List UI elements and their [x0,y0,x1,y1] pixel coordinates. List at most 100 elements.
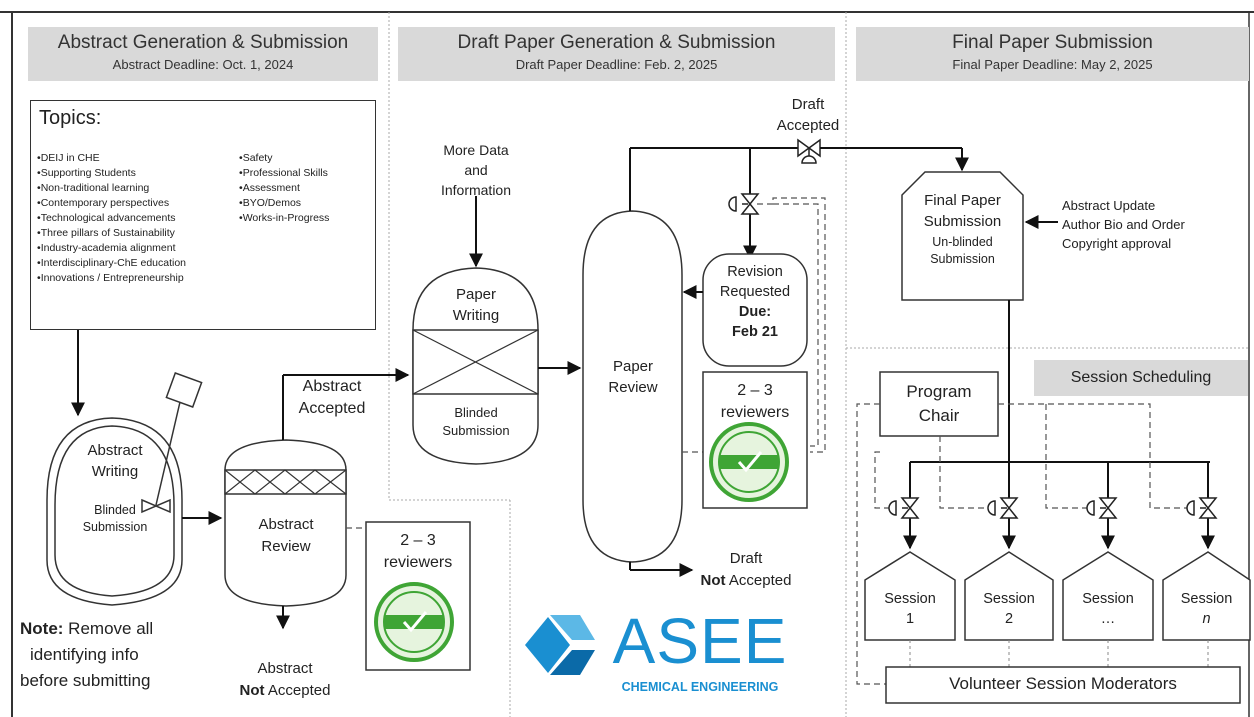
program-chair-line2: Chair [918,406,960,425]
revision-due: Due: [738,304,772,320]
abstract-review-column [224,439,347,607]
reviewers-word: reviewers [720,404,790,421]
draft-accepted-label: Draft Accepted [760,94,856,136]
quality-seal-2 [709,422,789,502]
asee-logo-subtitle: CHEMICAL ENGINEERING [621,680,779,694]
revision-date: Feb 21 [732,324,778,340]
topic-item: Contemporary perspectives [37,196,186,211]
abstract-not-accepted-line1: Abstract [257,660,313,677]
draft-accepted-valve [797,138,821,164]
paper-blinded-line1: Blinded [454,405,498,420]
abstract-accepted-line2: Accepted [298,400,366,417]
column-deadline: Final Paper Deadline: May 2, 2025 [952,57,1153,72]
asee-logo-mark [525,615,595,675]
note-line1: Remove all [63,619,154,638]
column-title: Draft Paper Generation & Submission [457,32,776,53]
final-input-abstract-update: Abstract Update [1062,198,1156,213]
paper-review-line1: Paper [612,358,654,375]
topic-item: Safety [239,151,329,166]
topic-item: Interdisciplinary-ChE education [37,256,186,271]
paper-review-label: Paper Review [588,356,678,398]
column-title: Abstract Generation & Submission [57,32,349,53]
session-word: Session [983,591,1035,607]
topics-list-left: DEIJ in CHE Supporting Students Non-trad… [37,151,186,286]
more-data-line3: Information [440,182,512,198]
final-submission-line1: Final Paper [924,192,1001,209]
paper-writing-label: Paper Writing [420,284,532,326]
session-valves [888,462,1217,550]
session-label-3: Session … [1063,589,1153,629]
paper-review-line2: Review [608,379,658,396]
session-label-1: Session 1 [865,589,955,629]
column-title: Final Paper Submission [952,32,1153,53]
final-submission-line2: Submission [923,213,1002,230]
session-boxes [864,551,1251,641]
not-bold: Not [239,682,265,699]
draft-not-accepted-label: Draft Not Accepted [680,548,812,592]
reviewers-count: 2 – 3 [400,532,436,549]
asee-logo-name: ASEE [612,605,788,677]
session-label-4: Session n [1163,589,1250,629]
abstract-not-accepted-label: Abstract Not Accepted [210,658,360,702]
note-text: Note: Remove all identifying info before… [20,616,220,694]
note-line3: before submitting [20,671,151,690]
program-chair-box [879,371,999,437]
topics-list-right: Safety Professional Skills Assessment BY… [239,151,330,226]
reviewers-label-1: 2 – 3 reviewers [366,530,470,574]
topic-item: Assessment [239,181,329,196]
paper-writing-line2: Writing [452,307,500,324]
column-header-final: Final Paper Submission Final Paper Deadl… [856,27,1249,81]
paper-writing-line1: Paper [455,286,497,303]
column-deadline: Abstract Deadline: Oct. 1, 2024 [112,57,294,72]
session-word: Session [1180,591,1233,607]
not-bold: Not [700,572,726,589]
more-data-line2: and [464,162,488,178]
draft-not-accepted-line1: Draft [729,550,763,567]
abstract-writing-line1: Abstract [87,442,143,459]
abstract-review-line1: Abstract [258,516,314,533]
unblinded-line1: Un-blinded [932,235,993,249]
session-number: 2 [1004,611,1014,627]
draft-accepted-line1: Draft [791,96,825,113]
session-scheduling-header [1034,360,1248,396]
topics-box: Topics: DEIJ in CHE Supporting Students … [30,100,376,330]
revision-line2: Requested [719,284,791,300]
final-submission-box [901,171,1024,301]
topic-item: Works-in-Progress [239,211,330,226]
session-number: 1 [905,611,915,627]
note-label: Note: [20,619,64,638]
paper-blinded-label: Blinded Submission [420,404,532,440]
accepted-text: Accepted [725,572,792,589]
quality-seal-1 [374,582,454,662]
blinded-submission-line2: Submission [82,520,148,534]
accepted-text: Accepted [264,682,331,699]
column-header-abstract: Abstract Generation & Submission Abstrac… [28,27,378,81]
abstract-writing-label: Abstract Writing Blinded Submission [60,440,170,536]
final-input-author-bio: Author Bio and Order [1062,217,1185,232]
column-deadline: Draft Paper Deadline: Feb. 2, 2025 [515,57,718,72]
revision-line1: Revision [727,264,783,280]
session-word: Session [1082,591,1134,607]
program-chair-line1: Program [906,382,972,401]
topic-item: Technological advancements [37,211,186,226]
blinded-submission-line1: Blinded [94,503,136,517]
topic-item: Three pillars of Sustainability [37,226,186,241]
topic-item: DEIJ in CHE [37,151,186,166]
abstract-review-label: Abstract Review [228,514,344,558]
reviewers-label-2: 2 – 3 reviewers [703,380,807,424]
reviewers-word: reviewers [383,554,453,571]
moderators-box [885,666,1241,704]
program-chair-label: Program Chair [880,380,998,428]
abstract-writing-line2: Writing [91,463,139,480]
revision-valve [728,193,759,215]
paper-writing-vessel [412,267,539,465]
session-number: … [1100,611,1116,627]
topic-item: Innovations / Entrepreneurship [37,271,186,286]
topic-item: Supporting Students [37,166,186,181]
session-number: n [1202,611,1211,627]
draft-accepted-line2: Accepted [776,117,840,134]
unblinded-line2: Submission [930,252,995,266]
final-inputs-label: Abstract Update Author Bio and Order Cop… [1062,196,1242,253]
abstract-accepted-line1: Abstract [302,378,362,395]
